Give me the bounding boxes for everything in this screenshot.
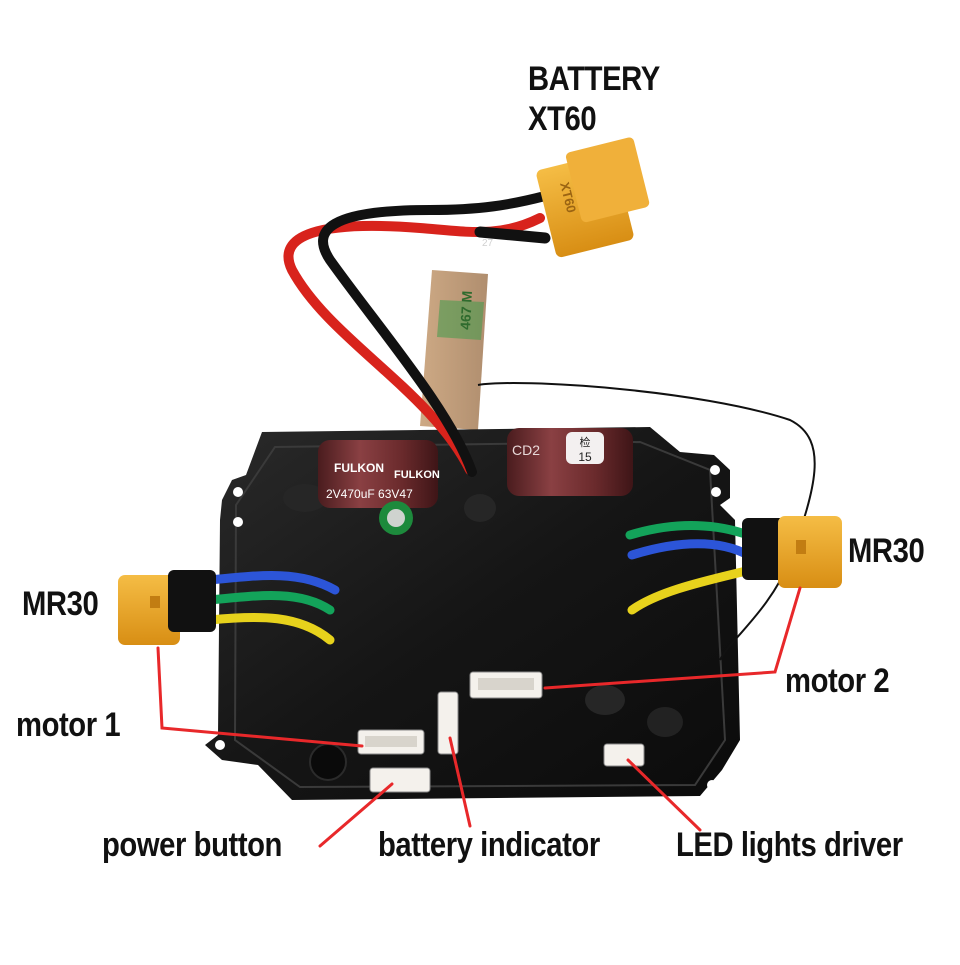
wire-text: 27 [482,238,494,249]
motor-2-wires [625,521,755,615]
power-button-jst [369,767,431,793]
capacitor-left: FULKON FULKON 2V470uF 63V47 [318,440,440,508]
label-battery-indicator: battery indicator [378,826,600,864]
xt60-text: XT60 [557,180,579,214]
cap-brand-2: FULKON [394,469,440,481]
battery-indicator-jst [437,691,459,755]
motor-1-wires [205,571,340,645]
small-capacitor [379,501,413,535]
label-mr30-right: MR30 [848,532,925,570]
label-power-button: power button [102,826,282,864]
kapton-tape: 467 M [420,270,488,430]
motor-1-jst [357,729,425,755]
label-mr30-left: MR30 [22,585,99,623]
callout-led-driver [626,758,702,832]
callout-power-button [318,782,394,848]
label-motor-1: motor 1 [16,706,121,744]
label-xt60: XT60 [528,100,597,138]
tape-text: 467 M [457,290,475,330]
mr30-right-connector [742,516,842,588]
cap-right-number: 15 [578,450,592,464]
label-battery: BATTERY [528,60,660,98]
motor-2-jst [469,671,543,699]
xt60-connector: XT60 [536,137,650,258]
led-driver-jst [603,743,645,767]
thin-wire [477,382,816,661]
callout-motor-1 [156,646,364,748]
cap-brand-1: FULKON [334,461,384,475]
cap-right-stamp: 检 [580,435,591,449]
callout-battery-indicator [448,736,472,828]
capacitor-right: CD2 检 15 [507,428,633,496]
cap-right-code: CD2 [512,442,540,458]
mr30-left-connector [118,570,216,645]
cap-rating: 2V470uF 63V47 [326,487,413,501]
controller-board [205,427,740,800]
callout-lines [156,586,802,848]
label-led-lights-driver: LED lights driver [676,826,903,864]
label-motor-2: motor 2 [785,662,890,700]
callout-motor-2 [543,586,802,690]
buzzer [309,743,347,781]
battery-leads: 27 [283,191,551,477]
